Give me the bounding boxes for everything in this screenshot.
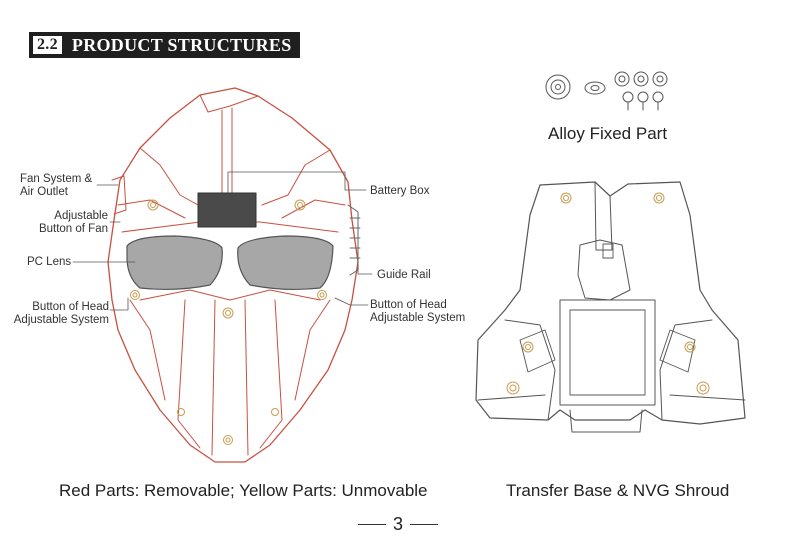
- battery-box: [197, 192, 257, 228]
- page-footer: 3: [358, 514, 439, 535]
- alloy-caption: Alloy Fixed Part: [548, 124, 668, 143]
- footer-rule-left: [358, 524, 386, 525]
- button-head-right-label: Button of Head Adjustable System: [370, 299, 466, 324]
- button-head-left-label: Button of Head Adjustable System: [13, 301, 109, 326]
- footer-rule-right: [410, 524, 439, 525]
- section-title: PRODUCT STRUCTURES: [71, 34, 292, 55]
- fan-system-label: Fan System & Air Outlet: [20, 173, 93, 198]
- battery-box-label: Battery Box: [370, 185, 430, 197]
- guide-rail-label: Guide Rail: [377, 269, 431, 281]
- mask-outline: [107, 87, 359, 463]
- pc-lens-label: PC Lens: [27, 256, 72, 268]
- shroud-caption: Transfer Base & NVG Shroud: [506, 481, 730, 500]
- section-number: 2.2: [31, 34, 64, 56]
- right-lens: [237, 235, 334, 291]
- page-number: 3: [393, 514, 404, 534]
- section-header: 2.2 PRODUCT STRUCTURES: [29, 32, 300, 58]
- shroud-outline: [475, 181, 746, 425]
- adjustable-button-label: Adjustable Button of Fan: [38, 210, 108, 235]
- left-lens: [126, 235, 223, 291]
- mask-caption: Red Parts: Removable; Yellow Parts: Unmo…: [59, 481, 428, 500]
